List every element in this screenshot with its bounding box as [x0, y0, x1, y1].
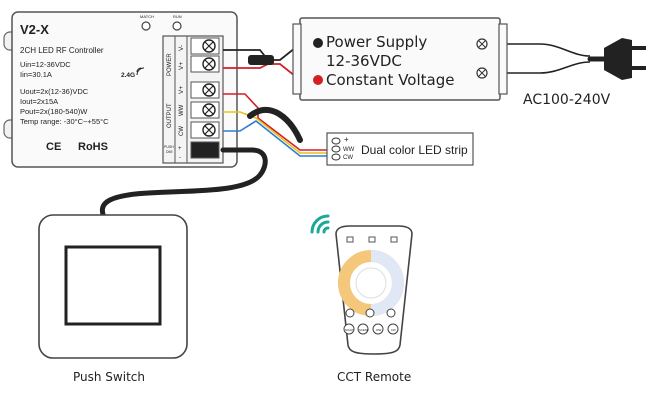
push-connector	[190, 141, 220, 159]
ac-plug-icon	[604, 38, 646, 80]
term-vplus-out: V+	[178, 86, 185, 94]
led-strip	[326, 132, 474, 166]
run-led	[172, 21, 182, 31]
cable-sheath-power	[248, 55, 274, 65]
wire-ac-1	[490, 43, 591, 57]
ps-line3: Constant Voltage	[326, 71, 454, 89]
ps-ac-terminal-1	[476, 38, 488, 50]
controller-model: V2-X	[20, 22, 49, 37]
ps-positive-terminal	[313, 75, 323, 85]
remote-btn4: CW	[391, 328, 396, 332]
screw-cross	[204, 59, 214, 69]
wire-output-vplus	[223, 93, 330, 151]
remote-power-button[interactable]	[365, 308, 375, 318]
wire-output-cw	[223, 120, 330, 157]
ps-ac-terminal-2	[476, 67, 488, 79]
strip-pin-cw: CW	[343, 155, 353, 161]
wire-output-ww	[223, 111, 330, 154]
spec-uin: Uin=12-36VDC	[20, 60, 71, 69]
remote-top-icons	[346, 236, 398, 243]
spec-iout: Iout=2x15A	[20, 97, 58, 106]
match-label: MATCH	[140, 14, 154, 19]
dim-label: DIM	[166, 150, 173, 154]
remote-btn2: SCENE	[359, 328, 369, 332]
spec-iin: Iin=30.1A	[20, 70, 52, 79]
remote-bottom-buttons[interactable]	[343, 323, 399, 335]
remote-right-button[interactable]	[386, 308, 396, 318]
spec-uout: Uout=2x(12-36)VDC	[20, 87, 89, 96]
rf-signal-icon	[136, 67, 145, 76]
push-minus: -	[179, 155, 181, 161]
remote-btn3: WW	[376, 328, 382, 332]
strip-pin-ww: WW	[343, 147, 355, 153]
ps-line2: 12-36VDC	[326, 52, 402, 70]
strip-pins	[331, 137, 341, 161]
spec-temp: Temp range: -30°C~+55°C	[20, 117, 109, 126]
wire-ac-2	[490, 61, 591, 74]
match-led	[141, 21, 151, 31]
screw-cross	[204, 41, 214, 51]
rf-band: 2.4G	[121, 72, 135, 79]
rohs-mark: RoHS	[78, 141, 108, 153]
spec-pout: Pout=2x(180-540)W	[20, 107, 88, 116]
ce-mark: CE	[46, 141, 61, 153]
push-switch-button[interactable]	[64, 245, 162, 326]
strip-label: Dual color LED strip	[361, 143, 468, 157]
remote-left-button[interactable]	[345, 308, 355, 318]
wifi-signal-icon	[310, 214, 330, 234]
screw-cross	[204, 105, 214, 115]
screw-cross	[204, 125, 214, 135]
power-label: POWER	[167, 53, 173, 76]
push-switch-label: Push Switch	[73, 370, 145, 384]
ps-negative-terminal	[313, 38, 323, 48]
term-cw: CW	[179, 126, 185, 136]
strip-pin-plus: +	[344, 135, 349, 144]
screw-cross	[204, 85, 214, 95]
cable-push-switch	[99, 147, 268, 221]
term-vplus: V+	[178, 62, 185, 70]
controller-subtitle: 2CH LED RF Controller	[20, 46, 104, 55]
run-label: RUN	[173, 14, 182, 19]
remote-btn1: NIGHT	[345, 328, 354, 332]
cable-sheath-output	[247, 107, 303, 143]
remote-label: CCT Remote	[337, 370, 411, 384]
push-plus: +	[178, 146, 182, 152]
ac-label: AC100-240V	[523, 92, 611, 108]
term-ww: WW	[179, 104, 185, 116]
term-vminus: V-	[178, 45, 185, 51]
ps-line1: Power Supply	[326, 33, 427, 51]
controller	[3, 11, 238, 168]
output-label: OUTPUT	[167, 103, 173, 128]
push-label: PUSH	[164, 145, 174, 149]
